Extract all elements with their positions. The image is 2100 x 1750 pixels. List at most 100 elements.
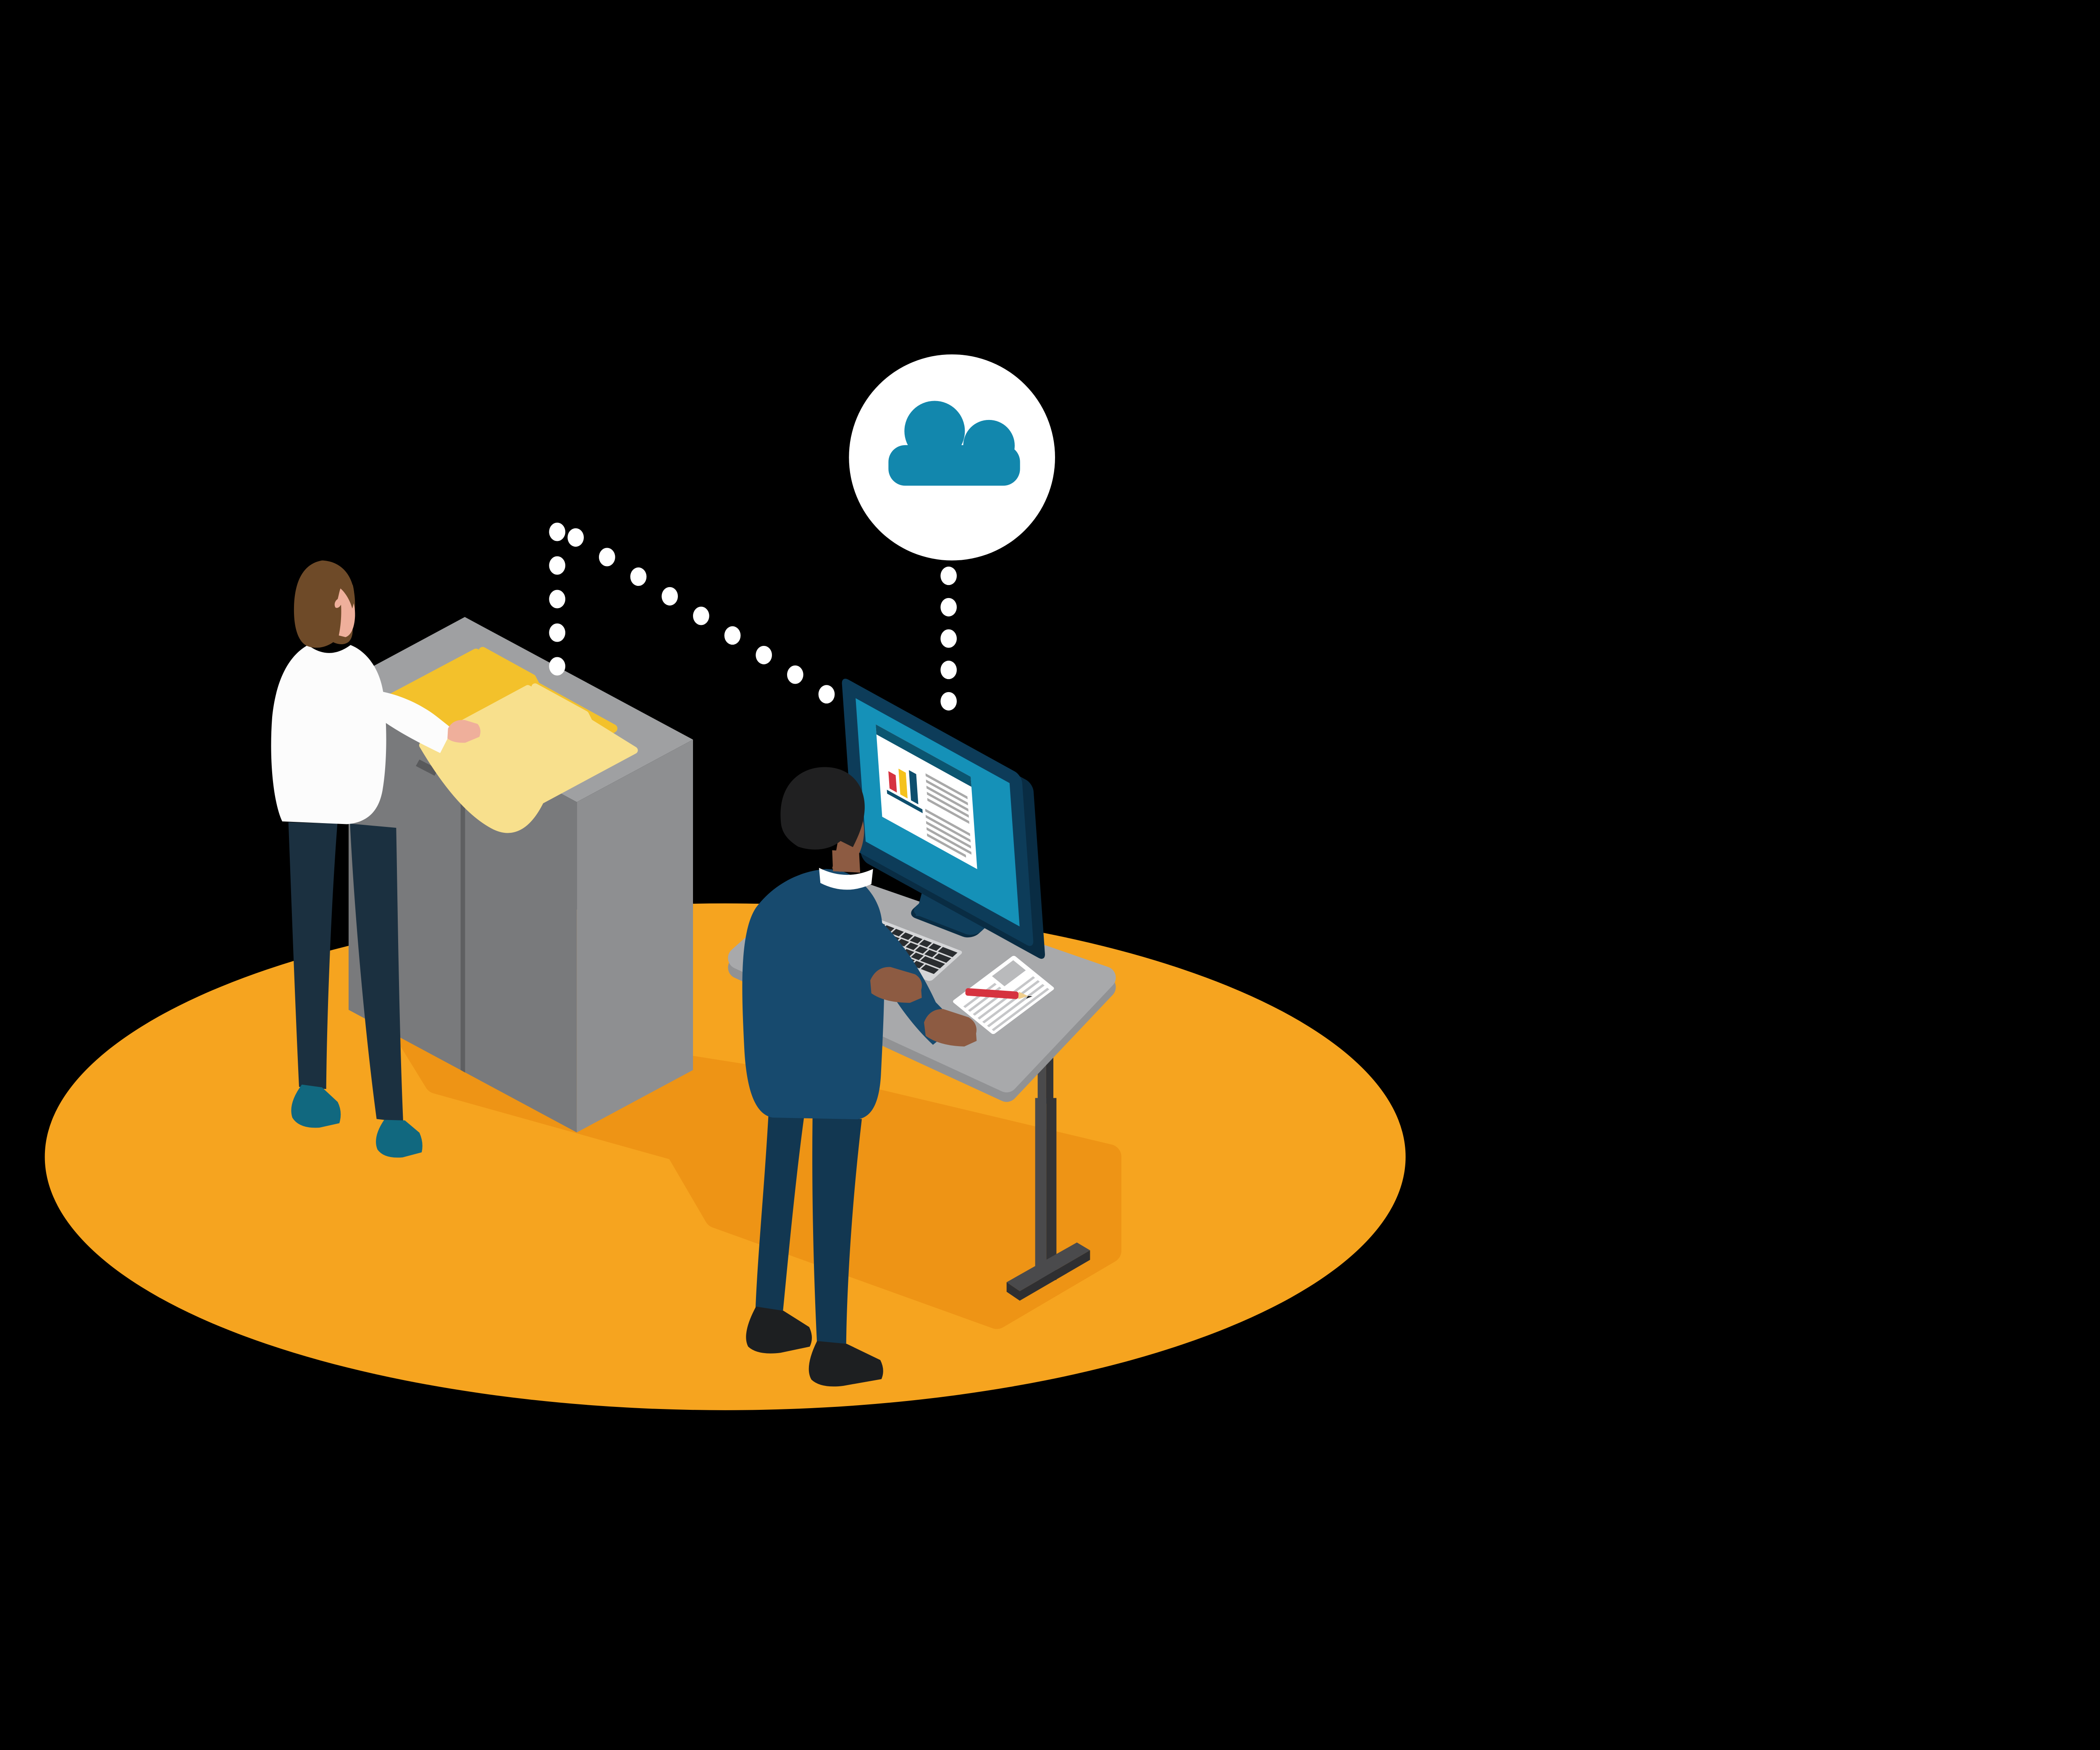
filing-cabinet <box>349 617 693 1133</box>
key <box>910 936 923 944</box>
man-collar <box>819 868 873 890</box>
connector-dot <box>549 556 565 575</box>
cabinet-side-face <box>577 740 693 1133</box>
connector-dot <box>549 590 565 609</box>
paper-line <box>992 988 1050 1031</box>
key <box>921 964 939 974</box>
connector-dot <box>940 567 957 585</box>
folder-light <box>419 683 638 833</box>
chart-bar-navy <box>909 770 919 805</box>
man-hand-right <box>924 1009 977 1047</box>
pencil-body <box>965 988 1019 999</box>
document-text-lines <box>925 773 972 858</box>
key <box>920 956 945 968</box>
doc-line <box>927 792 969 818</box>
document-window <box>876 724 977 869</box>
doc-line <box>926 779 968 805</box>
connector-dot <box>818 685 835 704</box>
key <box>900 932 914 940</box>
man-hand-left <box>870 967 922 1003</box>
cabinet-door-gap <box>460 740 465 1073</box>
desk-leg-lower-dark <box>1046 1098 1057 1280</box>
document-titlebar <box>876 724 971 787</box>
cabinet-handle-left <box>416 759 438 776</box>
chart-bar-red <box>888 771 897 793</box>
pencil-wood <box>1018 992 1028 1000</box>
connector-dot <box>787 665 803 684</box>
chart-bar-yellow <box>898 769 908 799</box>
connector-dot <box>549 522 565 541</box>
woman-shoe-back <box>376 1120 423 1158</box>
desk-foot-top <box>1006 1242 1090 1291</box>
man-left-leg <box>755 1112 804 1315</box>
connector-dot <box>940 661 957 680</box>
connector-cloud-vertical <box>940 567 957 711</box>
man-figure <box>742 767 977 1387</box>
doc-line <box>926 785 969 812</box>
connector-dot <box>940 692 957 711</box>
connector-dot <box>940 629 957 648</box>
paper-folders <box>378 647 638 833</box>
man-left-arm <box>748 924 880 1026</box>
woman-arm <box>376 690 453 753</box>
man-legs <box>755 1112 862 1347</box>
woman-back-leg <box>350 824 403 1122</box>
connector-dot <box>724 626 741 645</box>
connector-cabinet-vertical <box>549 522 565 676</box>
cloud-badge <box>849 354 1055 561</box>
document-bar-chart <box>887 769 923 813</box>
man-right-leg <box>812 1116 862 1347</box>
desk-leg-lower-light <box>1035 1098 1047 1280</box>
key <box>924 950 937 958</box>
man-shoes <box>746 1307 883 1387</box>
connector-dot <box>567 528 584 547</box>
key <box>915 946 928 954</box>
connector-dot <box>630 567 647 586</box>
cloud-icon <box>888 401 1020 486</box>
doc-line <box>925 808 970 837</box>
woman-front-leg <box>288 822 338 1089</box>
connector-dot <box>940 598 957 617</box>
woman-hair <box>294 560 355 648</box>
doc-line <box>925 773 968 800</box>
man-shoe-right <box>808 1341 883 1387</box>
connector-dot <box>599 548 615 567</box>
chart-baseline <box>887 790 923 813</box>
key <box>928 943 942 951</box>
key <box>934 953 951 963</box>
pencil <box>965 988 1033 1000</box>
key <box>938 947 958 958</box>
connector-dot <box>549 623 565 642</box>
woman-shoe-front <box>291 1084 341 1128</box>
connector-dot <box>662 587 678 606</box>
key <box>919 939 932 947</box>
key <box>911 952 924 960</box>
desk-leg <box>1006 1031 1090 1301</box>
screen-document-window <box>876 724 977 869</box>
woman-hair-fringe <box>340 582 354 609</box>
computer-monitor <box>842 679 1045 959</box>
paper-line <box>987 984 1045 1027</box>
woman-torso <box>271 645 386 824</box>
connector-diagonal-to-monitor <box>567 528 835 704</box>
pencil-tip <box>1026 996 1033 999</box>
man-shoe-left <box>746 1307 812 1354</box>
man-hair <box>780 767 865 850</box>
dotted-connectors <box>549 522 957 711</box>
connector-dot <box>693 606 709 625</box>
doc-line <box>926 821 971 849</box>
monitor-screen-group <box>842 679 1045 959</box>
key <box>891 929 904 937</box>
woman-legs <box>288 822 403 1122</box>
doc-line <box>927 798 969 824</box>
connector-dot <box>756 645 772 664</box>
desk-foot-front-face <box>1020 1250 1090 1301</box>
connector-dot <box>549 657 565 676</box>
woman-shoes <box>291 1084 423 1158</box>
paper-line <box>982 980 1040 1023</box>
woman-hand <box>447 720 480 743</box>
cloud-base <box>888 445 1020 486</box>
doc-line <box>925 815 971 842</box>
